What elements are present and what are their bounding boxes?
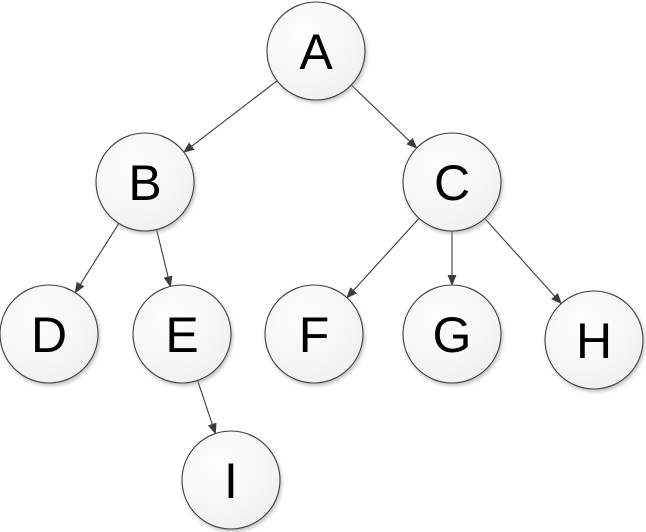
arrowhead-icon [346, 287, 357, 299]
node-shape[interactable] [181, 430, 281, 530]
node-shape[interactable] [402, 132, 502, 232]
edge-line [197, 380, 214, 427]
edge-a-to-c [350, 84, 418, 149]
edge-c-to-g [447, 231, 457, 286]
node-label: C [434, 155, 470, 211]
node-label: B [128, 155, 161, 211]
node-label: E [165, 307, 198, 363]
graph-node-i[interactable]: I [181, 430, 281, 530]
edge-line [78, 223, 120, 287]
node-shape[interactable] [544, 290, 644, 390]
node-shape[interactable] [0, 284, 99, 384]
node-label: A [299, 24, 333, 80]
arrowhead-icon [183, 142, 195, 153]
graph-node-f[interactable]: F [264, 284, 364, 384]
arrowhead-icon [406, 137, 418, 149]
node-shape[interactable] [95, 132, 195, 232]
node-shape[interactable] [264, 284, 364, 384]
edge-e-to-i [197, 380, 217, 435]
graph-node-d[interactable]: D [0, 284, 99, 384]
graph-node-b[interactable]: B [95, 132, 195, 232]
node-shape[interactable] [266, 1, 366, 101]
arrowhead-icon [447, 275, 457, 286]
edge-b-to-d [74, 223, 120, 294]
edge-c-to-f [346, 217, 420, 299]
graph-node-e[interactable]: E [132, 284, 232, 384]
node-label: G [433, 307, 472, 363]
edge-a-to-b [183, 80, 278, 153]
node-shape[interactable] [402, 284, 502, 384]
arrowhead-icon [551, 293, 562, 305]
edge-line [351, 217, 420, 293]
node-label: F [299, 307, 330, 363]
graph-node-h[interactable]: H [544, 290, 644, 390]
edge-line [189, 80, 278, 148]
arrowhead-icon [163, 275, 173, 288]
arrowhead-icon [207, 422, 217, 435]
edge-line [484, 218, 557, 298]
node-label: I [224, 453, 238, 509]
edge-line [156, 229, 170, 279]
graph-node-c[interactable]: C [402, 132, 502, 232]
edge-b-to-e [156, 229, 173, 288]
graph-node-a[interactable]: A [266, 1, 366, 101]
edge-c-to-h [484, 218, 562, 305]
arrowhead-icon [74, 281, 85, 294]
graph-node-g[interactable]: G [402, 284, 502, 384]
edge-layer [74, 80, 562, 435]
edge-line [350, 84, 412, 143]
node-label: H [576, 313, 612, 369]
node-label: D [31, 307, 67, 363]
node-shape[interactable] [132, 284, 232, 384]
